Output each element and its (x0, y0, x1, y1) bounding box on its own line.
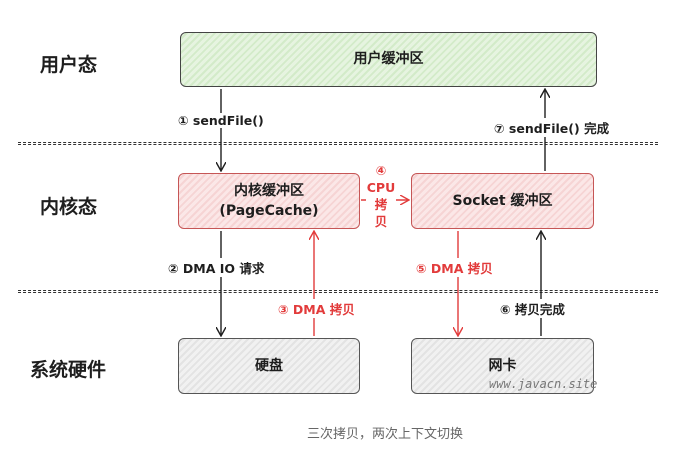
socket-buffer-box: Socket 缓冲区 (411, 173, 594, 229)
step4-number: ④ (375, 163, 387, 178)
step4-label: ④ CPU 拷 贝 (366, 163, 396, 231)
user-space-label: 用户态 (40, 54, 98, 76)
step1-label: ① sendFile() (176, 113, 266, 128)
kernel-buffer-label: 内核缓冲区 (234, 182, 304, 199)
step7-label: ⑦ sendFile() 完成 (492, 118, 612, 137)
step6-label: ⑥ 拷贝完成 (498, 299, 567, 318)
step5-label: ⑤ DMA 拷贝 (414, 258, 495, 277)
nic-box: 网卡 (411, 338, 594, 394)
kernel-buffer-box: 内核缓冲区 (PageCache) (178, 173, 360, 229)
pagecache-label: (PageCache) (219, 203, 319, 219)
hardware-label: 系统硬件 (30, 359, 107, 381)
kernel-space-label: 内核态 (40, 196, 98, 218)
step4-copy-1: 拷 (374, 196, 388, 212)
step4-cpu: CPU (366, 179, 396, 195)
step3-label: ③ DMA 拷贝 (276, 299, 357, 318)
nic-label: 网卡 (488, 357, 517, 374)
watermark: www.javacn.site (489, 377, 598, 391)
kernel-hardware-separator (18, 290, 658, 293)
disk-box: 硬盘 (178, 338, 360, 394)
disk-label: 硬盘 (255, 357, 283, 374)
user-buffer-box: 用户缓冲区 (180, 32, 597, 87)
step2-label: ② DMA IO 请求 (166, 258, 267, 277)
user-kernel-separator (18, 142, 658, 145)
user-buffer-label: 用户缓冲区 (353, 51, 424, 68)
step4-copy-2: 贝 (374, 213, 388, 229)
socket-buffer-label: Socket 缓冲区 (452, 192, 553, 209)
caption: 三次拷贝，两次上下文切换 (307, 427, 464, 442)
